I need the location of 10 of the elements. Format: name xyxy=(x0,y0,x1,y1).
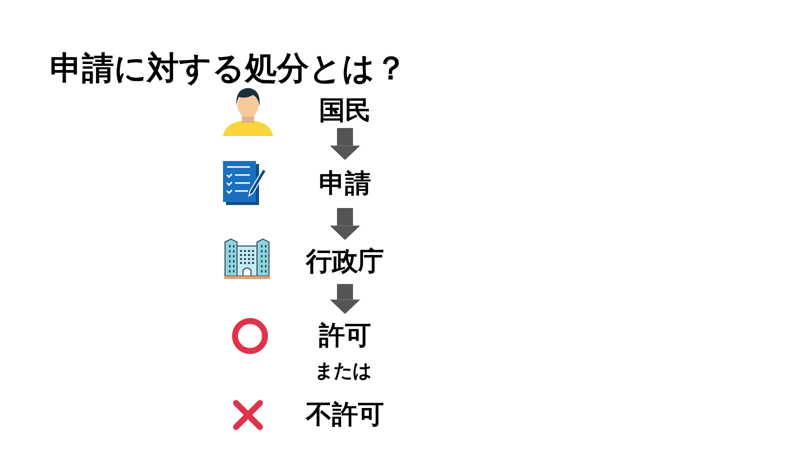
step-label: 行政庁 xyxy=(289,240,401,284)
step-label: 申請 xyxy=(295,160,395,208)
step-label: 国民 xyxy=(295,94,395,128)
block-arrow xyxy=(330,284,360,314)
step-label: 許可 xyxy=(295,314,395,358)
or-note: または xyxy=(314,359,372,384)
title: 申請に対する処分とは？ xyxy=(50,48,407,89)
block-arrow xyxy=(330,128,360,160)
step-label: 不許可 xyxy=(289,398,401,432)
block-arrow xyxy=(330,208,360,240)
